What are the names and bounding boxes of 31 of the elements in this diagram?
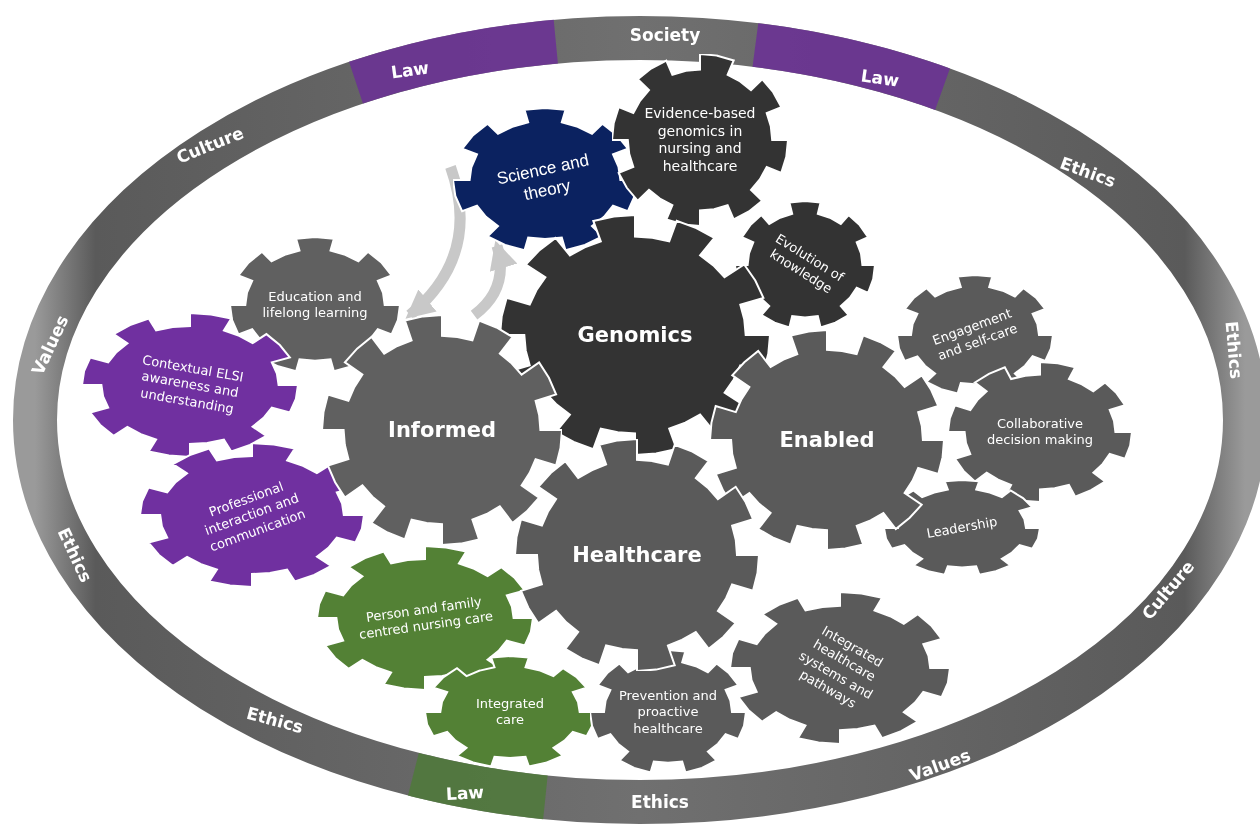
ring-label: Law xyxy=(445,782,485,804)
gear-shape xyxy=(948,362,1132,502)
gear-label: Informed xyxy=(387,416,497,444)
ring-label: Ethics xyxy=(1221,320,1247,380)
gear-shape xyxy=(500,215,770,455)
gear-label: Healthcare xyxy=(571,541,703,569)
gear-label: Leadership xyxy=(924,512,1000,543)
ring-label: Law xyxy=(859,65,901,91)
gear-label: Prevention and proactive healthcare xyxy=(617,687,719,737)
gear-shape xyxy=(612,54,788,226)
gear-label: Collaborative decision making xyxy=(986,415,1094,449)
gear-shape xyxy=(735,201,875,329)
gear-shape xyxy=(515,439,759,671)
gear-shape xyxy=(317,546,533,690)
gear-shape xyxy=(140,443,364,587)
gear-label: Integrated care xyxy=(474,695,546,729)
gear-label: Education and lifelong learning xyxy=(261,288,369,322)
gear-label: Person and family centred nursing care xyxy=(357,592,495,644)
gear-label: Evidence-based genomics in nursing and healthcare xyxy=(643,105,757,175)
gear-label: Enabled xyxy=(778,426,876,454)
ring-label: Values xyxy=(906,744,974,786)
gear-shape xyxy=(590,650,746,774)
ring-label: Ethics xyxy=(631,792,689,812)
curved-arrow xyxy=(405,165,466,320)
ring-label: Law xyxy=(389,57,431,83)
curved-arrow xyxy=(470,240,517,320)
gear-label: Genomics xyxy=(576,321,694,349)
gear-shape xyxy=(884,480,1040,576)
gear-label: Science and theory xyxy=(494,149,592,207)
gear-shape xyxy=(730,592,950,744)
ring-label: Ethics xyxy=(244,702,306,738)
